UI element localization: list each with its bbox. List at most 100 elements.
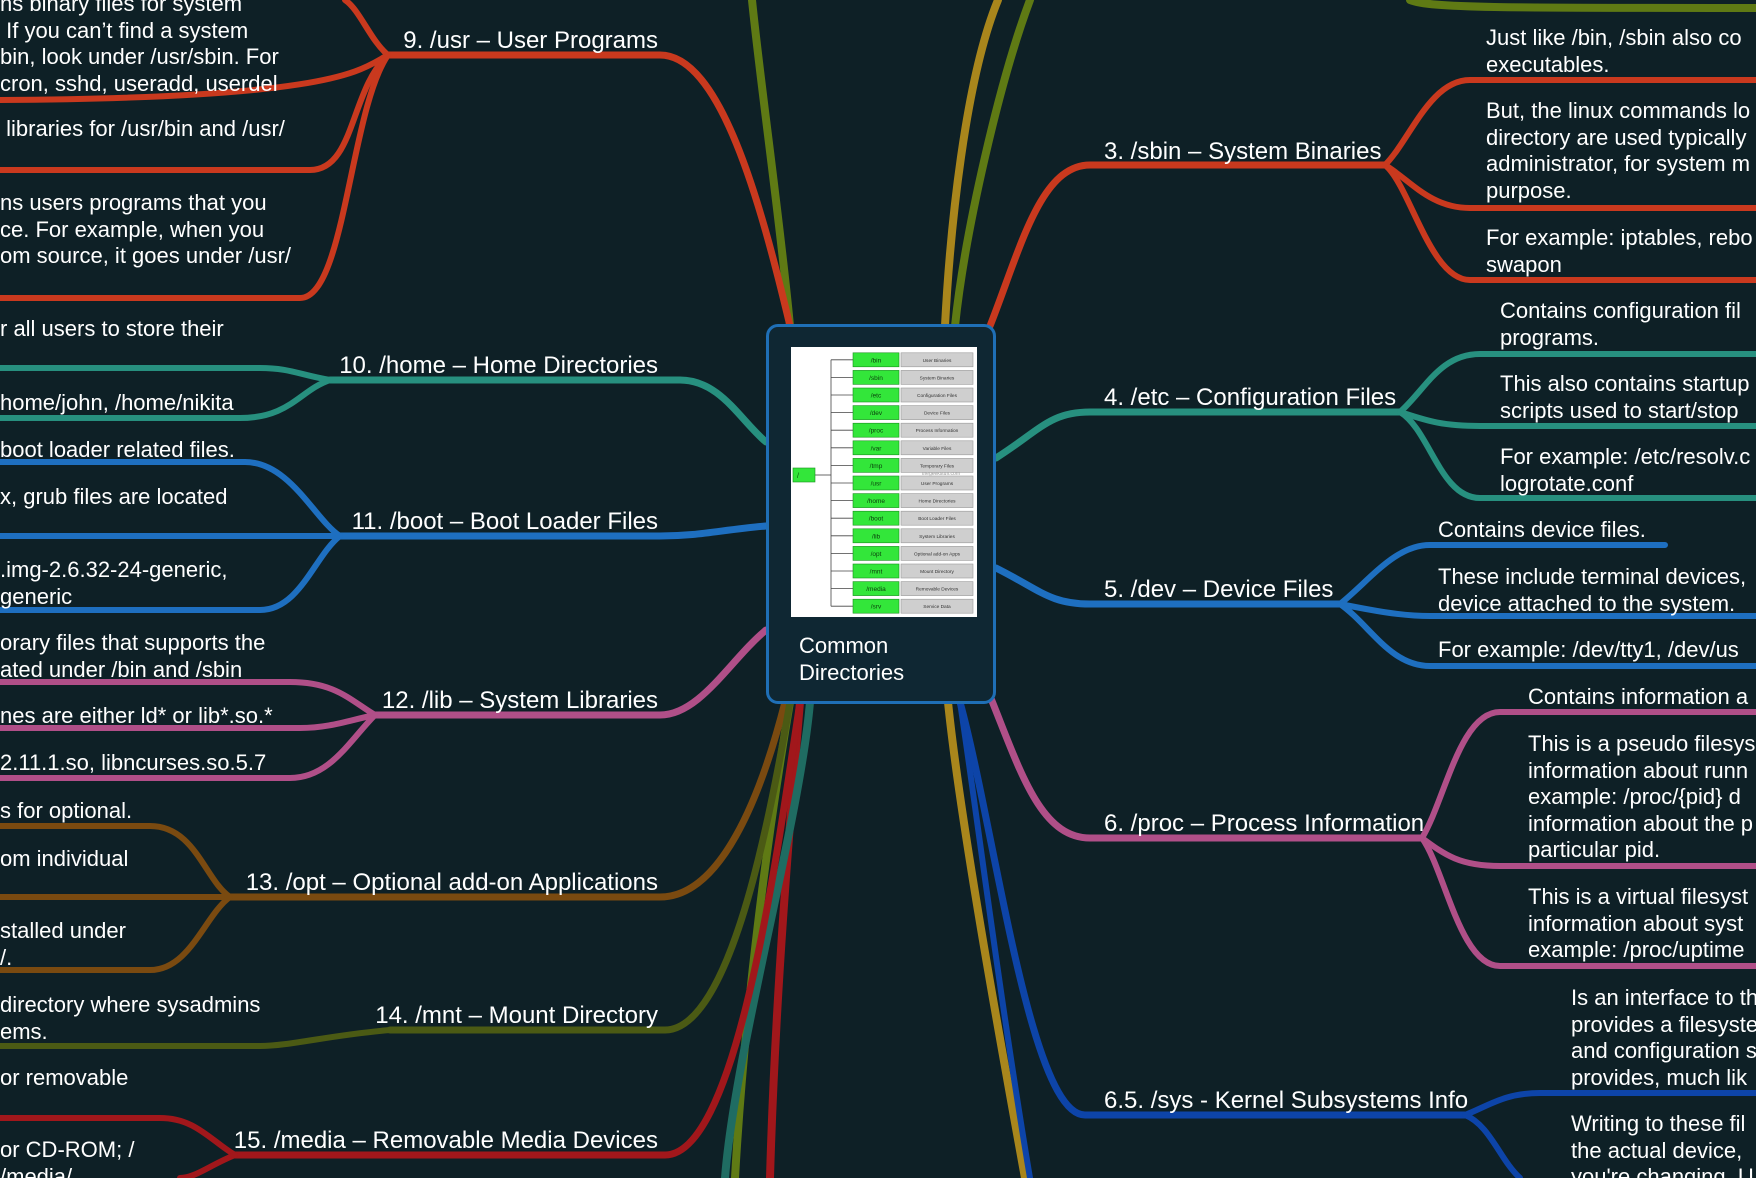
- etc-leaf-3[interactable]: For example: /etc/resolv.c logrotate.con…: [1500, 444, 1751, 496]
- connector-boot-leaf-3: [0, 533, 343, 613]
- connector-usr-leaf-1: [0, 52, 391, 103]
- tree-dir-box: [852, 387, 900, 403]
- home-leaf-1[interactable]: r all users to store their: [0, 316, 224, 341]
- connector-olive-top-left: [748, 0, 794, 330]
- connector-dev-leaf-2: [1337, 601, 1756, 619]
- sbin-leaf-3[interactable]: For example: iptables, rebo swapon: [1486, 225, 1753, 277]
- connector-navy-bottom: [957, 699, 1033, 1178]
- branch-title-boot[interactable]: 11. /boot – Boot Loader Files: [351, 508, 658, 535]
- connector-proc-leaf-3: [1419, 835, 1756, 969]
- connector-home-leaf-2: [0, 377, 333, 421]
- lib-leaf-3[interactable]: 2.11.1.so, libncurses.so.5.7: [0, 750, 267, 775]
- tree-desc-label: Removable Devices: [916, 587, 959, 593]
- tree-dir-box: [852, 475, 900, 491]
- etc-leaf-1[interactable]: Contains configuration fil programs.: [1500, 298, 1741, 350]
- tree-dir-box: [852, 510, 900, 526]
- tree-dir-label: /mnt: [870, 569, 883, 576]
- tree-desc-box: [900, 440, 974, 456]
- connector-home-leaf-1: [0, 365, 333, 383]
- usr-leaf-2[interactable]: libraries for /usr/bin and /usr/: [0, 116, 285, 141]
- tree-desc-label: Process Information: [916, 428, 959, 434]
- connector-lib-leaf-1: [0, 679, 378, 718]
- connector-boot-main: [336, 522, 770, 540]
- tree-dir-label: /home: [867, 498, 885, 505]
- tree-desc-box: [900, 598, 974, 614]
- mnt-leaf-1[interactable]: directory where sysadmins ems.: [0, 992, 261, 1044]
- boot-leaf-2[interactable]: x, grub files are located: [0, 484, 228, 509]
- sbin-leaf-1[interactable]: Just like /bin, /sbin also co executable…: [1486, 25, 1742, 77]
- tree-dir-box: [852, 546, 900, 561]
- home-leaf-2[interactable]: home/john, /home/nikita: [0, 390, 234, 415]
- tree-desc-box: [900, 510, 974, 526]
- branch-title-proc[interactable]: 6. /proc – Process Information: [1104, 810, 1425, 837]
- connector-media-main: [231, 698, 804, 1159]
- tree-dir-box: [852, 493, 900, 508]
- branch-title-sys[interactable]: 6.5. /sys - Kernel Subsystems Info: [1104, 1087, 1469, 1114]
- tree-desc-box: [900, 581, 974, 596]
- tree-dir-box: [852, 581, 900, 596]
- tree-dir-box: [852, 563, 900, 579]
- lib-leaf-2[interactable]: nes are either ld* or lib*.so.*: [0, 703, 273, 728]
- tree-desc-label: Device Files: [924, 411, 951, 417]
- tree-desc-box: [900, 493, 974, 508]
- proc-leaf-3[interactable]: This is a virtual filesyst information a…: [1528, 884, 1749, 962]
- connector-lib-leaf-3: [0, 712, 378, 781]
- tree-desc-box: [900, 528, 974, 544]
- tree-dir-box: [852, 458, 900, 473]
- tree-dir-label: /boot: [869, 516, 884, 523]
- proc-leaf-2[interactable]: This is a pseudo filesys information abo…: [1528, 731, 1756, 862]
- boot-leaf-1[interactable]: boot loader related files.: [0, 437, 235, 462]
- proc-leaf-1[interactable]: Contains information a: [1528, 684, 1749, 709]
- etc-leaf-2[interactable]: This also contains startup scripts used …: [1500, 371, 1750, 423]
- dev-leaf-2[interactable]: These include terminal devices, device a…: [1438, 564, 1747, 616]
- branch-title-dev[interactable]: 5. /dev – Device Files: [1104, 576, 1334, 603]
- lib-leaf-1[interactable]: orary files that supports the ated under…: [0, 630, 266, 682]
- branch-title-sbin[interactable]: 3. /sbin – System Binaries: [1104, 138, 1382, 165]
- sys-leaf-1[interactable]: Is an interface to th provides a filesys…: [1571, 985, 1756, 1090]
- tree-desc-label: Home Directories: [918, 499, 956, 505]
- connector-lib-leaf-2: [0, 712, 378, 731]
- tree-desc-label: User Programs: [921, 481, 954, 487]
- sbin-leaf-2[interactable]: But, the linux commands lo directory are…: [1486, 98, 1751, 203]
- opt-leaf-2[interactable]: om individual: [0, 846, 129, 871]
- connector-sys-main: [956, 698, 1469, 1119]
- branch-title-opt[interactable]: 13. /opt – Optional add-on Applications: [245, 869, 658, 896]
- connector-lib-main: [371, 626, 770, 719]
- dev-leaf-1[interactable]: Contains device files.: [1438, 517, 1646, 542]
- usr-leaf-1[interactable]: ns binary files for system If you can’t …: [0, 0, 279, 96]
- tree-dir-label: /opt: [871, 551, 882, 558]
- tree-dir-label: /etc: [871, 393, 882, 400]
- connector-sbin-main: [986, 161, 1389, 330]
- branch-title-mnt[interactable]: 14. /mnt – Mount Directory: [375, 1002, 658, 1029]
- connector-opt-main: [226, 698, 789, 901]
- opt-leaf-3[interactable]: stalled under /.: [0, 918, 126, 970]
- tree-dir-box: [852, 440, 900, 456]
- tree-desc-box: [900, 422, 974, 438]
- boot-leaf-3[interactable]: .img-2.6.32-24-generic, generic: [0, 557, 228, 609]
- sys-leaf-2[interactable]: Writing to these fil the actual device, …: [1571, 1111, 1754, 1178]
- connector-gold-top-1: [941, 0, 1002, 330]
- connector-etc-leaf-1: [1397, 351, 1756, 415]
- tree-root-box: [792, 467, 816, 483]
- branch-title-usr[interactable]: 9. /usr – User Programs: [403, 27, 658, 54]
- tree-desc-label: Boot Loader Files: [918, 516, 956, 522]
- dev-leaf-3[interactable]: For example: /dev/tty1, /dev/us: [1438, 637, 1739, 662]
- opt-leaf-1[interactable]: s for optional.: [0, 798, 133, 823]
- tree-dir-label: /sbin: [869, 375, 883, 382]
- connector-etc-main: [992, 408, 1404, 462]
- branch-title-home[interactable]: 10. /home – Home Directories: [339, 352, 658, 379]
- media-leaf-2[interactable]: or CD-ROM; / /media/: [0, 1137, 135, 1178]
- media-leaf-1[interactable]: or removable: [0, 1065, 129, 1090]
- connector-usr-leaf-3: [0, 52, 391, 301]
- connector-olive-top-2: [951, 0, 1034, 330]
- branch-title-media[interactable]: 15. /media – Removable Media Devices: [233, 1127, 658, 1154]
- branch-title-etc[interactable]: 4. /etc – Configuration Files: [1104, 384, 1397, 411]
- tree-dir-box: [852, 422, 900, 438]
- tree-dir-label: /media: [866, 586, 886, 593]
- connector-dev-leaf-1: [1337, 542, 1668, 607]
- usr-leaf-3[interactable]: ns users programs that you ce. For examp…: [0, 190, 292, 268]
- branch-title-lib[interactable]: 12. /lib – System Libraries: [381, 687, 658, 714]
